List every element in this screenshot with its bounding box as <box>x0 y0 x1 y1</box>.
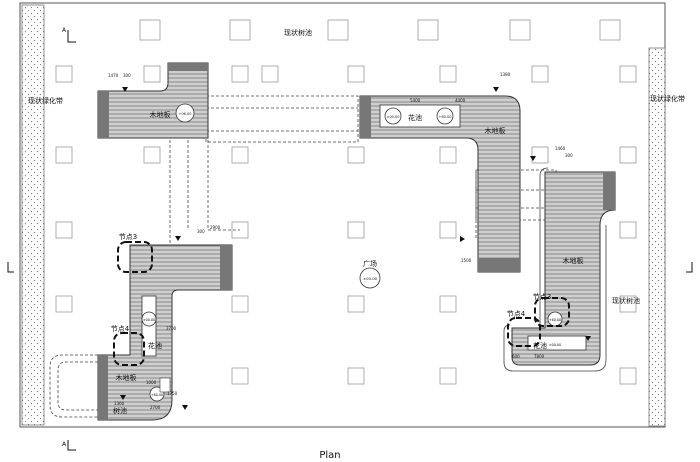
level-marker <box>175 103 195 123</box>
label-wood-floor-4: 木地板 <box>116 373 137 382</box>
label-tree-pit-top: 现状树池 <box>284 28 312 37</box>
dim: 1380 <box>500 72 511 77</box>
wood-deck-lower-left <box>97 244 233 421</box>
label-wood-floor-3: 木地板 <box>563 256 584 265</box>
level-box <box>159 377 171 393</box>
deck-end-cap <box>360 96 371 138</box>
deck-end-cap <box>98 91 109 138</box>
dim: 300 <box>565 153 573 158</box>
level-upper-mid: +60.00 <box>439 115 452 119</box>
direction-triangles <box>120 87 591 410</box>
label-flower-bed-2: 花池 <box>148 341 162 350</box>
label-green-belt-left: 现状绿化带 <box>28 96 63 105</box>
dim: 5400 <box>410 98 421 103</box>
dim: 3700 <box>166 326 177 331</box>
level-upper-mid-bed: ±00.00 <box>387 115 400 119</box>
level-plaza: ±00.00 <box>363 276 378 281</box>
label-wood-floor-1: 木地板 <box>150 110 171 119</box>
dim: 600 <box>512 354 520 359</box>
node3-callout-left <box>117 241 153 273</box>
label-flower-bed-1: 花池 <box>408 113 422 122</box>
dim: 300 <box>123 73 131 78</box>
dim: 1470 <box>108 73 119 78</box>
label-node4-left: 节点4 <box>111 325 130 333</box>
flower-bed-lower-right <box>527 335 587 351</box>
label-tree-pit-left: 树池 <box>113 406 127 415</box>
wood-deck-lower-right <box>511 171 616 366</box>
label-node3-left: 节点3 <box>119 233 137 241</box>
plaza-level-marker <box>359 267 381 289</box>
section-mark-bottom: A <box>62 441 67 448</box>
green-belt-right <box>648 47 666 427</box>
label-wood-floor-2: 木地板 <box>485 126 506 135</box>
dim: 1360 <box>114 401 125 406</box>
dim: 1750 <box>167 391 178 396</box>
label-node4-right: 节点4 <box>507 310 526 318</box>
dim: 1500 <box>461 258 472 263</box>
level-marker <box>436 107 454 125</box>
level-marker <box>547 311 563 327</box>
green-belt-left <box>21 4 45 426</box>
dim: 4400 <box>455 98 466 103</box>
level-marker <box>384 107 402 125</box>
level-lower-right-top: +60.00 <box>549 318 561 322</box>
dim: 300 <box>197 229 205 234</box>
dim: 1460 <box>555 146 566 151</box>
section-mark-top: A <box>62 27 67 34</box>
dim: 2900 <box>210 225 221 230</box>
dim: 7800 <box>534 354 545 359</box>
node3-callout-right <box>534 297 570 327</box>
label-flower-bed-3: 花池 <box>533 341 547 350</box>
label-tree-pit-right: 现状树池 <box>612 296 640 305</box>
level-marker <box>141 311 157 327</box>
level-lower-left-bottom: +60.00 <box>151 393 163 397</box>
label-plaza: 广场 <box>363 259 377 268</box>
tree-pit-grid <box>55 19 637 385</box>
section-markers <box>7 30 693 451</box>
dim: 1000 <box>146 380 157 385</box>
dimension-labels: 1470 300 1380 5400 4400 1460 300 2900 30… <box>108 72 573 410</box>
deck-end-cap <box>478 258 520 272</box>
label-green-belt-right: 现状绿化带 <box>650 94 685 103</box>
level-lower-left: ±00.00 <box>143 318 155 322</box>
deck-end-cap <box>98 355 108 420</box>
deck-end-cap <box>220 245 232 290</box>
label-node3-right: 节点3 <box>533 293 551 301</box>
plan-title: Plan <box>319 450 340 461</box>
deck-end-cap <box>603 172 615 210</box>
level-upper-left: +06.00 <box>179 112 192 116</box>
dim: 2700 <box>150 405 161 410</box>
level-lower-right-bed: ±00.00 <box>549 343 561 347</box>
deck-end-cap <box>168 63 208 71</box>
